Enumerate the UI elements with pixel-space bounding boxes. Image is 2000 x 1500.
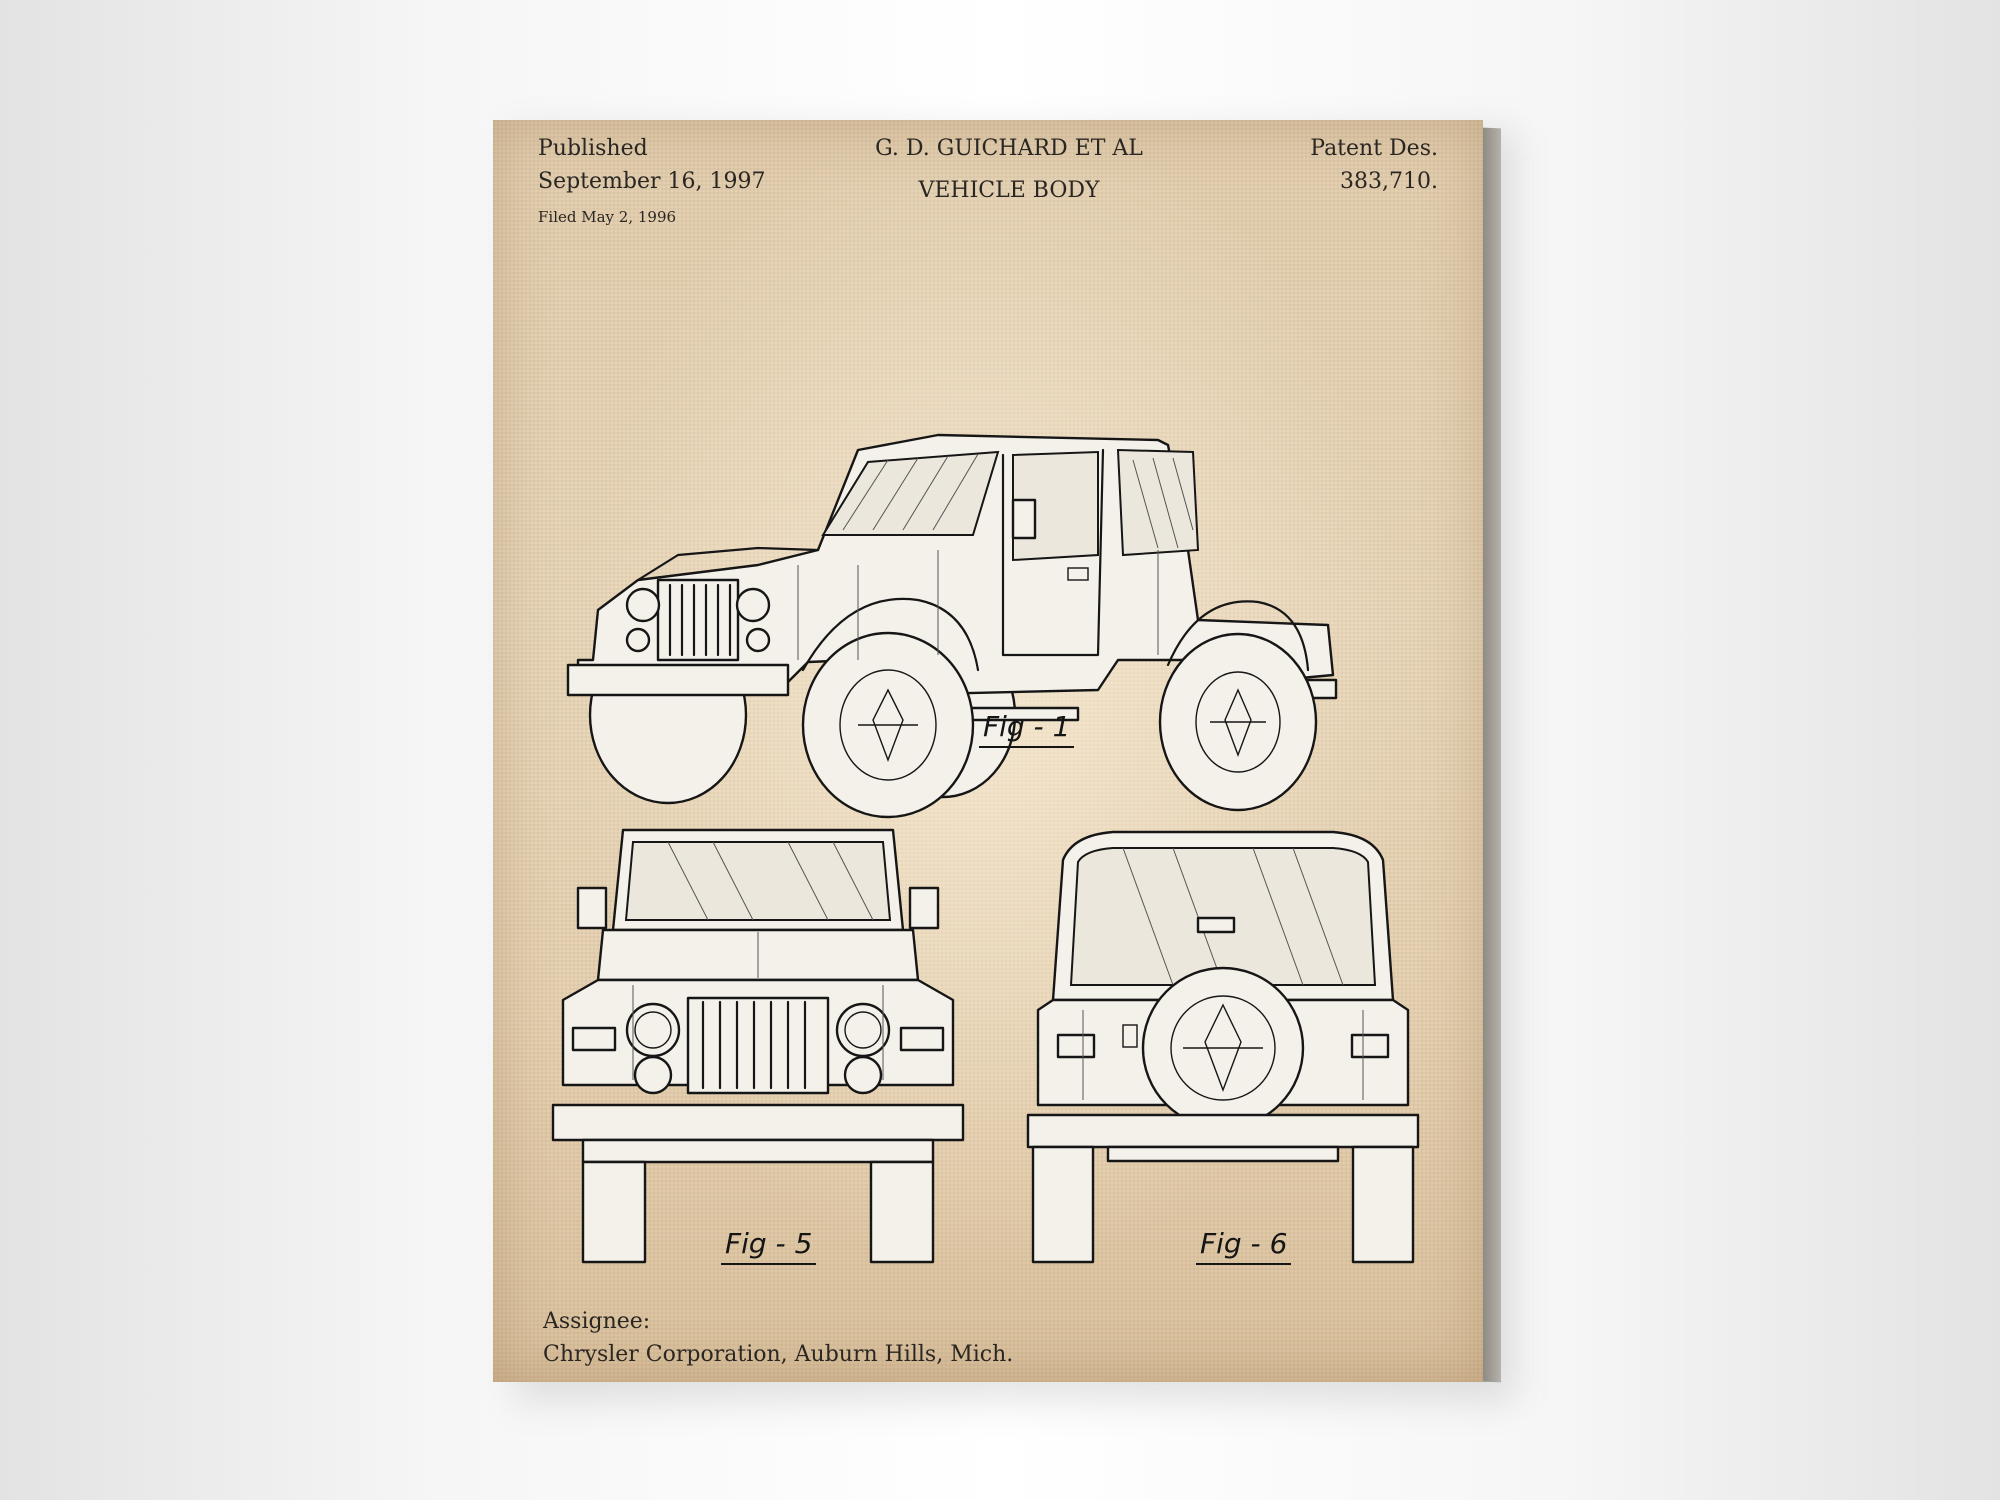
- front-tire-right: [869, 1160, 935, 1264]
- rear-view-bumper: [1026, 1113, 1420, 1149]
- fig5-label: Fig - 5: [721, 1227, 817, 1265]
- front-bumper: [566, 663, 790, 697]
- side-mirror: [1011, 498, 1037, 540]
- inventor-name: G. D. GUICHARD ET AL: [875, 136, 1143, 161]
- front-windshield-glass: [624, 841, 892, 921]
- fig6-rear-view-drawing: [1026, 830, 1420, 1264]
- headlight-right: [735, 587, 771, 623]
- mirror-right: [908, 886, 940, 930]
- tail-light-right: [1350, 1033, 1390, 1059]
- rear-tire-right: [1351, 1145, 1415, 1264]
- patent-title: VEHICLE BODY: [918, 178, 1100, 203]
- assignee-label: Assignee:: [543, 1309, 651, 1334]
- published-label: Published: [538, 136, 648, 161]
- front-grille-slots: [686, 996, 830, 1095]
- rear-tire-left: [1031, 1145, 1095, 1264]
- canvas-side-edge: [1483, 127, 1501, 1383]
- patent-label: Patent Des.: [1310, 136, 1438, 161]
- fig6-label: Fig - 6: [1196, 1227, 1292, 1265]
- patent-number: 383,710.: [1340, 169, 1438, 194]
- headlight-left: [625, 587, 661, 623]
- third-brake-light: [1196, 916, 1236, 934]
- fig1-label: Fig - 1: [979, 710, 1075, 748]
- fig5-front-view-drawing: [551, 828, 965, 1264]
- front-view-bumper: [551, 1103, 965, 1142]
- fig1-side-view-drawing: [566, 433, 1338, 819]
- front-grille: [656, 578, 740, 662]
- tail-light-left: [1056, 1033, 1096, 1059]
- assignee-name: Chrysler Corporation, Auburn Hills, Mich…: [543, 1342, 1014, 1367]
- front-tire-left: [581, 1160, 647, 1264]
- mirror-left: [576, 886, 608, 930]
- rear-window: [1116, 448, 1200, 557]
- published-date: September 16, 1997: [538, 169, 766, 194]
- rear-glass: [1069, 847, 1377, 986]
- patent-print-canvas: Published September 16, 1997 Filed May 2…: [493, 120, 1483, 1382]
- filed-date: Filed May 2, 1996: [538, 208, 677, 226]
- windshield: [821, 450, 1000, 536]
